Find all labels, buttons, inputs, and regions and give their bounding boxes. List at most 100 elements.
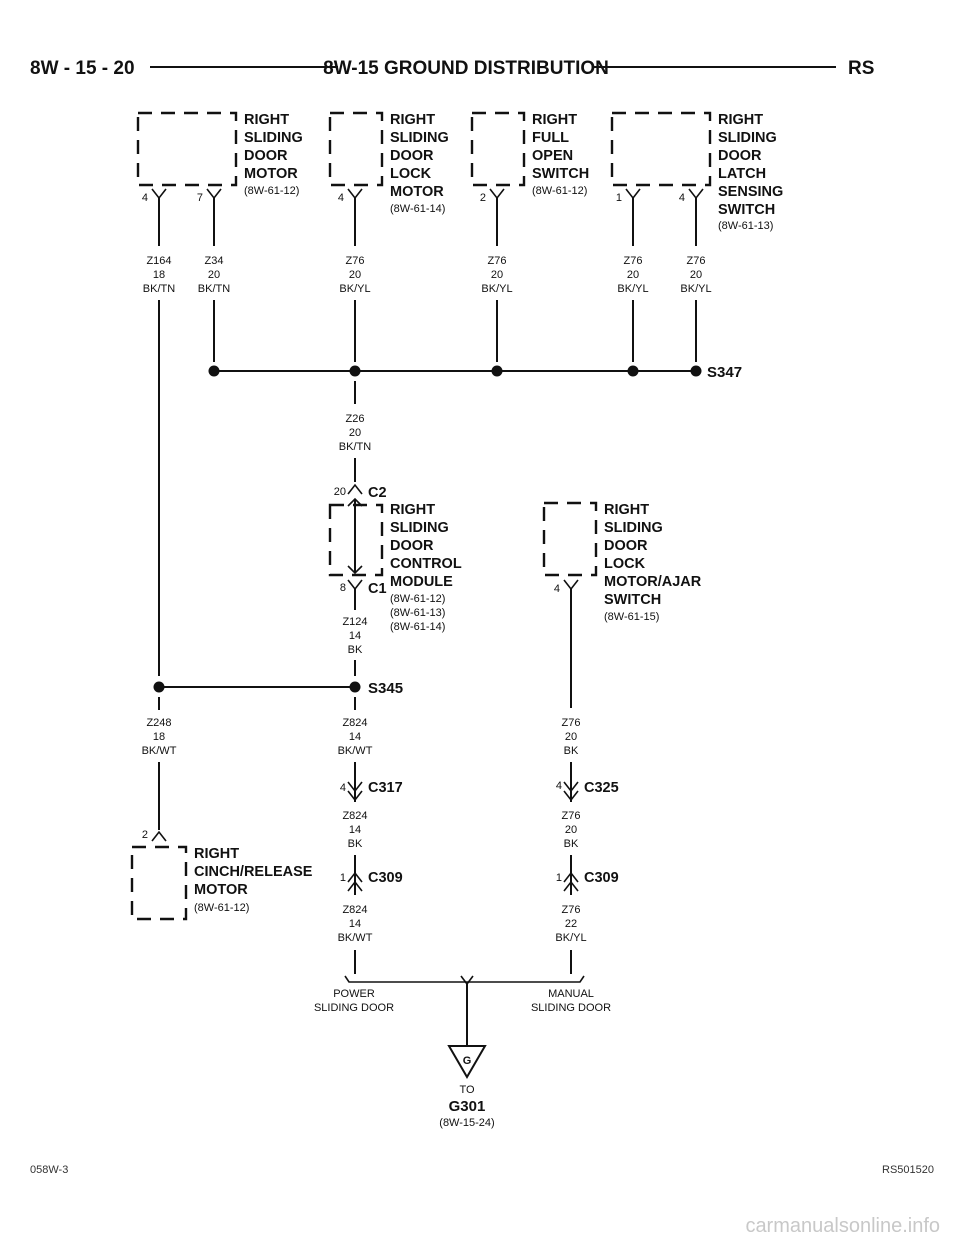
wire-color: BK xyxy=(564,838,579,850)
connector-c309-chevron xyxy=(347,871,363,883)
top-wires xyxy=(158,198,697,676)
component-label-line: SWITCH xyxy=(532,166,589,182)
page-number: 8W - 15 - 20 xyxy=(30,58,135,79)
pin-number: 4 xyxy=(556,780,562,792)
connector-label: C1 xyxy=(368,581,387,597)
wire-gauge: 20 xyxy=(491,269,503,281)
splice-label: S347 xyxy=(707,364,742,381)
splice-node xyxy=(627,365,639,377)
page-header: 8W - 15 - 20 8W-15 GROUND DISTRIBUTION R… xyxy=(30,58,874,79)
option-bar xyxy=(344,975,585,983)
component-ref: (8W-61-12) xyxy=(244,185,299,197)
wire-gauge: 20 xyxy=(349,269,361,281)
component-label-line: LOCK xyxy=(604,556,646,572)
component-lock-motor-ajar-switch: RIGHT SLIDING DOOR LOCK MOTOR/AJAR SWITC… xyxy=(542,501,702,708)
connector-c325-chevron xyxy=(563,781,579,793)
component-label-line: DOOR xyxy=(718,148,762,164)
wire-gauge: 20 xyxy=(565,824,577,836)
wire-gauge: 20 xyxy=(349,427,361,439)
component-label-line: SWITCH xyxy=(718,202,775,218)
connector-label: C309 xyxy=(368,870,403,886)
wire-gauge: 14 xyxy=(349,918,361,930)
branch-power-sliding-door: Z824 14 BK/WT 4 C317 Z824 14 BK 1 C309 Z… xyxy=(338,697,403,974)
wire-id: Z164 xyxy=(146,255,171,267)
pin-number: 1 xyxy=(556,872,562,884)
wire-id: Z76 xyxy=(562,717,581,729)
wire-color: BK xyxy=(348,644,363,656)
component-door-lock-motor: RIGHT SLIDING DOOR LOCK MOTOR (8W-61-14) xyxy=(328,111,449,215)
wire-z124: Z124 14 BK xyxy=(342,589,368,676)
wire-z26: Z26 20 BK/TN xyxy=(339,381,371,482)
pin-number: 20 xyxy=(334,486,346,498)
pin-chevron xyxy=(489,188,505,200)
component-label-line: RIGHT xyxy=(390,112,435,128)
ground-name: G301 xyxy=(449,1098,486,1115)
wire-id: Z76 xyxy=(624,255,643,267)
branch-manual-sliding-door: Z76 20 BK 4 C325 Z76 20 BK 1 C309 Z76 22… xyxy=(555,717,619,974)
connector-c1-chevron xyxy=(347,579,363,591)
watermark: carmanualsonline.info xyxy=(745,1215,940,1237)
component-outline xyxy=(610,111,712,187)
component-cinch-release-motor: 2 RIGHT CINCH/RELEASE MOTOR (8W-61-12) xyxy=(130,829,313,921)
connector-c309-chevron xyxy=(563,880,579,892)
wire-color: BK/WT xyxy=(142,745,177,757)
wire-id: Z34 xyxy=(205,255,224,267)
component-latch-sensing-switch: RIGHT SLIDING DOOR LATCH SENSING SWITCH … xyxy=(610,111,783,232)
component-label-line: RIGHT xyxy=(604,502,649,518)
component-ref: (8W-61-13) xyxy=(718,220,773,232)
component-label-line: RIGHT xyxy=(532,112,577,128)
wire-id: Z824 xyxy=(342,810,367,822)
component-label-line: SLIDING xyxy=(390,130,449,146)
component-label-line: RIGHT xyxy=(244,112,289,128)
component-label-line: MOTOR xyxy=(390,184,444,200)
component-label-line: CINCH/RELEASE xyxy=(194,864,313,880)
pin-number: 4 xyxy=(340,782,346,794)
wire-id: Z248 xyxy=(146,717,171,729)
page-footer: 058W-3 RS501520 carmanualsonline.info xyxy=(30,1164,940,1237)
component-label-line: FULL xyxy=(532,130,569,146)
pin-chevron xyxy=(151,188,167,200)
component-label-line: SLIDING xyxy=(390,520,449,536)
ground-symbol-letter: G xyxy=(463,1055,472,1067)
pin-number: 4 xyxy=(338,192,344,204)
splice-label: S345 xyxy=(368,680,403,697)
wire-id: Z824 xyxy=(342,717,367,729)
splice-node xyxy=(208,365,220,377)
component-label-line: SLIDING xyxy=(718,130,777,146)
component-ref: (8W-61-14) xyxy=(390,203,445,215)
connector-label: C317 xyxy=(368,780,403,796)
pin-number: 2 xyxy=(142,829,148,841)
wire-id: Z824 xyxy=(342,904,367,916)
wire-color: BK/YL xyxy=(680,283,711,295)
component-label-line: RIGHT xyxy=(718,112,763,128)
pin-number: 1 xyxy=(340,872,346,884)
wire-gauge: 20 xyxy=(627,269,639,281)
splice-s347: S347 xyxy=(208,364,742,381)
component-label-line: CONTROL xyxy=(390,556,462,572)
connector-c309-chevron xyxy=(347,880,363,892)
wire-gauge: 14 xyxy=(349,630,361,642)
wire-gauge: 20 xyxy=(690,269,702,281)
connector-label: C325 xyxy=(584,780,619,796)
component-label-line: RIGHT xyxy=(194,846,239,862)
pin-chevron xyxy=(347,188,363,200)
component-outline xyxy=(328,111,384,187)
ground-g301: POWER SLIDING DOOR MANUAL SLIDING DOOR G… xyxy=(314,975,611,1129)
component-label-line: RIGHT xyxy=(390,502,435,518)
pin-chevron xyxy=(563,579,579,591)
component-ref: (8W-61-12) xyxy=(532,185,587,197)
connector-c317-chevron xyxy=(347,781,363,793)
component-label-line: SLIDING xyxy=(604,520,663,536)
wire-z248: Z248 18 BK/WT xyxy=(142,697,177,830)
component-ref: (8W-61-13) xyxy=(390,607,445,619)
component-ref: (8W-61-12) xyxy=(390,593,445,605)
wire-color: BK/TN xyxy=(339,441,371,453)
option-label: MANUAL xyxy=(548,988,594,1000)
component-label-line: DOOR xyxy=(244,148,288,164)
component-label-line: MOTOR xyxy=(244,166,298,182)
footer-code-left: 058W-3 xyxy=(30,1164,68,1176)
component-outline xyxy=(542,501,598,577)
wire-color: BK/YL xyxy=(555,932,586,944)
wire-color: BK/WT xyxy=(338,932,373,944)
